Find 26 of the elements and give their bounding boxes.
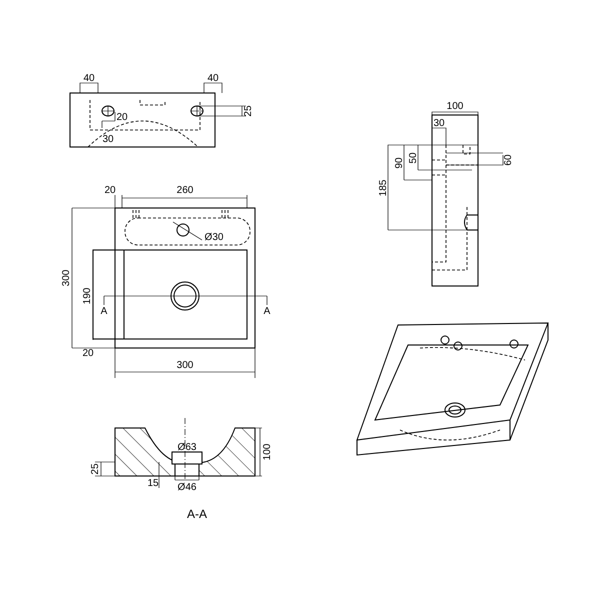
- dimension-label: 50: [408, 152, 419, 164]
- dimension-label: 30: [433, 118, 445, 129]
- dimension-label: 260: [176, 185, 194, 196]
- dimension-label: 100: [446, 101, 464, 112]
- dimension-label: 25: [243, 105, 254, 117]
- dimension-label: 90: [394, 157, 405, 169]
- dimension-label: 15: [147, 478, 159, 489]
- dimension-label: 190: [82, 288, 93, 304]
- section-mark: A: [264, 306, 270, 317]
- dimension-label: 25: [90, 463, 101, 475]
- dimension-label: 20: [104, 185, 116, 196]
- dimension-label: 300: [61, 270, 72, 286]
- dimension-label: 60: [503, 154, 514, 166]
- dimension-label: Ø46: [178, 482, 196, 493]
- dimension-label: 300: [176, 360, 194, 371]
- dimension-label: 100: [262, 444, 273, 460]
- dimension-label: 20: [82, 348, 94, 359]
- dimension-label: 30: [102, 134, 114, 145]
- dimension-label: 20: [116, 112, 128, 123]
- dimension-label: 185: [378, 180, 389, 196]
- dimension-label: Ø63: [178, 442, 196, 453]
- dimension-label: Ø30: [204, 232, 224, 243]
- section-title: A-A: [187, 507, 207, 521]
- section-mark: A: [100, 306, 108, 317]
- dimension-label: 40: [207, 73, 219, 84]
- dimension-label: 40: [83, 73, 95, 84]
